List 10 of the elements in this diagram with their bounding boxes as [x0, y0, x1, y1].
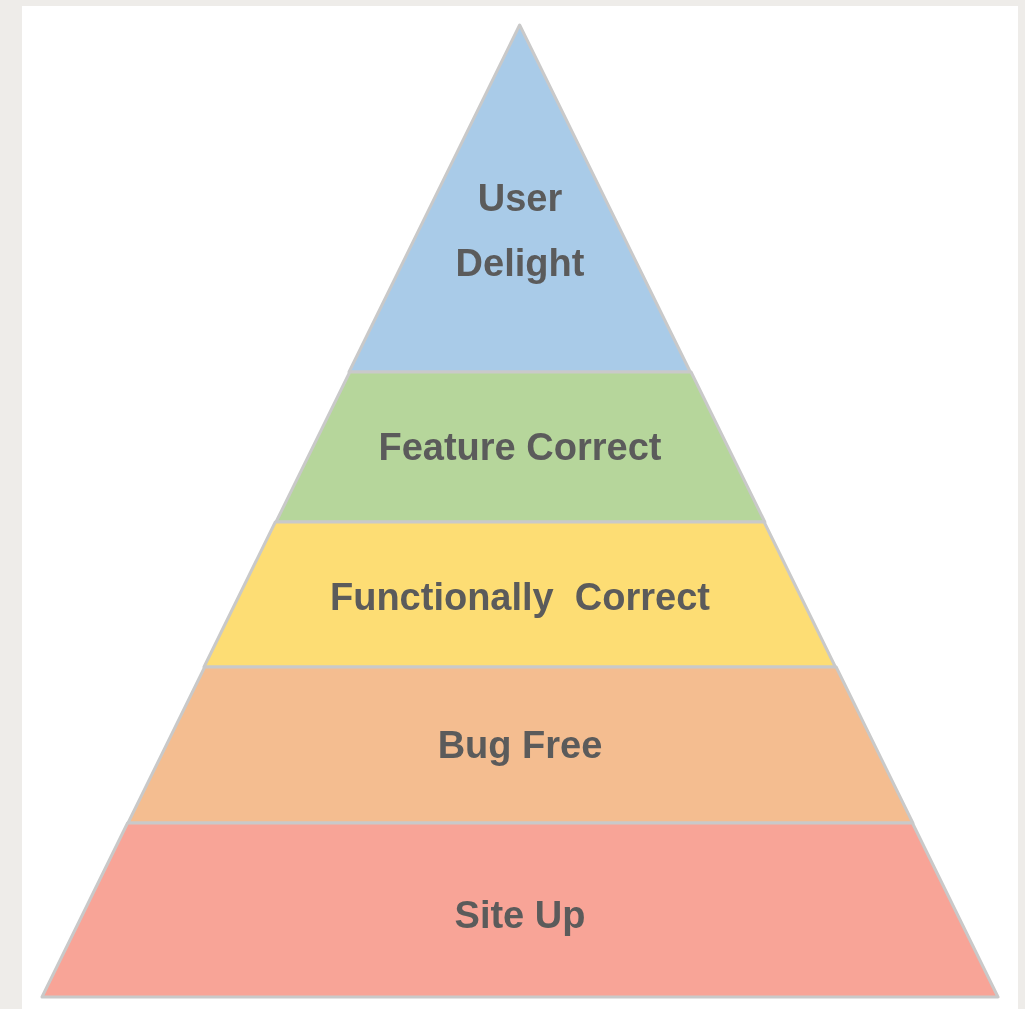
pyramid-tier — [275, 372, 765, 522]
pyramid-tier — [127, 667, 913, 823]
tier-label: Bug Free — [436, 722, 604, 768]
pyramid-tier — [204, 522, 836, 667]
tier-label: Feature Correct — [377, 424, 663, 470]
pyramid-tier — [349, 25, 691, 372]
tier-label: User Delight — [454, 176, 586, 286]
tier-label: Functionally Correct — [328, 574, 711, 620]
pyramid-tier — [42, 823, 998, 997]
tier-label: Site Up — [453, 892, 587, 938]
